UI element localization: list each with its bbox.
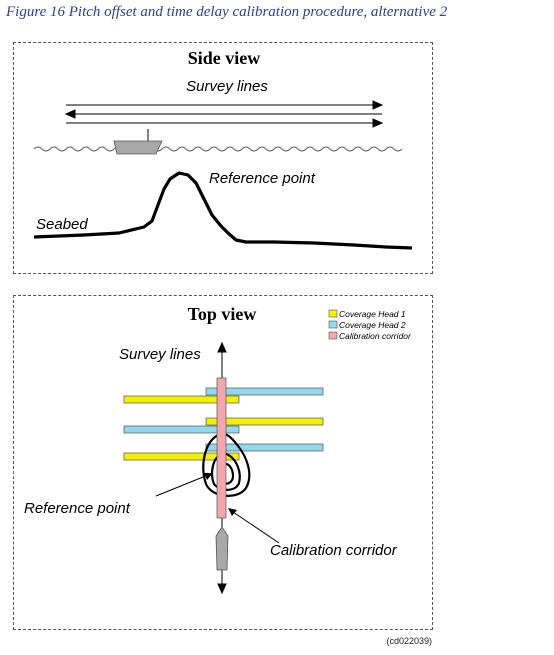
figure-credit: (cd022039) bbox=[386, 636, 432, 646]
top-view-heading: Top view bbox=[188, 304, 257, 324]
legend-swatch-head-2 bbox=[328, 320, 338, 329]
arrow-head-icon bbox=[228, 508, 237, 516]
coverage-head-2-bar bbox=[123, 425, 240, 434]
vessel-icon bbox=[113, 129, 163, 155]
top-view-panel: Top view Coverage Head 1 Coverage Head 2… bbox=[13, 295, 433, 630]
seabed-profile bbox=[33, 171, 413, 250]
side-view-diagram: Side view Survey lines Reference point S… bbox=[33, 48, 413, 250]
reference-point-leader bbox=[155, 474, 209, 497]
arrow-head-right-icon bbox=[372, 100, 384, 110]
arrow-head-up-icon bbox=[217, 341, 227, 353]
legend-label-head-1: Coverage Head 1 bbox=[339, 309, 406, 319]
top-reference-point-label: Reference point bbox=[24, 500, 131, 517]
side-reference-point-label: Reference point bbox=[209, 170, 316, 187]
top-view-diagram: Top view Coverage Head 1 Coverage Head 2… bbox=[24, 304, 412, 595]
legend-label-corridor: Calibration corridor bbox=[339, 331, 412, 341]
side-survey-lines-label: Survey lines bbox=[186, 78, 268, 95]
legend-label-head-2: Coverage Head 2 bbox=[339, 320, 406, 330]
legend-swatch-head-1 bbox=[328, 309, 338, 318]
arrow-head-right-icon bbox=[372, 118, 384, 128]
side-view-heading: Side view bbox=[188, 48, 261, 68]
legend: Coverage Head 1 Coverage Head 2 Calibrat… bbox=[328, 309, 412, 341]
corridor-leader bbox=[232, 511, 280, 544]
coverage-head-1-bars bbox=[123, 395, 324, 461]
calibration-corridor bbox=[216, 377, 227, 519]
side-survey-lines bbox=[64, 100, 384, 128]
coverage-head-1-bar bbox=[123, 395, 240, 404]
legend-swatch-corridor bbox=[328, 331, 338, 340]
arrow-head-left-icon bbox=[64, 109, 76, 119]
seabed-label: Seabed bbox=[36, 216, 88, 233]
arrow-head-icon bbox=[204, 473, 213, 480]
side-view-panel: Side view Survey lines Reference point S… bbox=[13, 42, 433, 274]
arrow-head-down-icon bbox=[217, 583, 227, 595]
coverage-head-1-bar bbox=[205, 417, 324, 426]
calibration-corridor-label: Calibration corridor bbox=[270, 542, 398, 559]
sea-surface-waves bbox=[33, 146, 403, 152]
top-survey-lines-label: Survey lines bbox=[119, 346, 201, 363]
figure-title: Figure 16 Pitch offset and time delay ca… bbox=[6, 4, 448, 20]
coverage-head-2-bar bbox=[205, 387, 324, 396]
coverage-head-1-bar bbox=[123, 452, 240, 461]
vessel-icon bbox=[215, 526, 229, 571]
